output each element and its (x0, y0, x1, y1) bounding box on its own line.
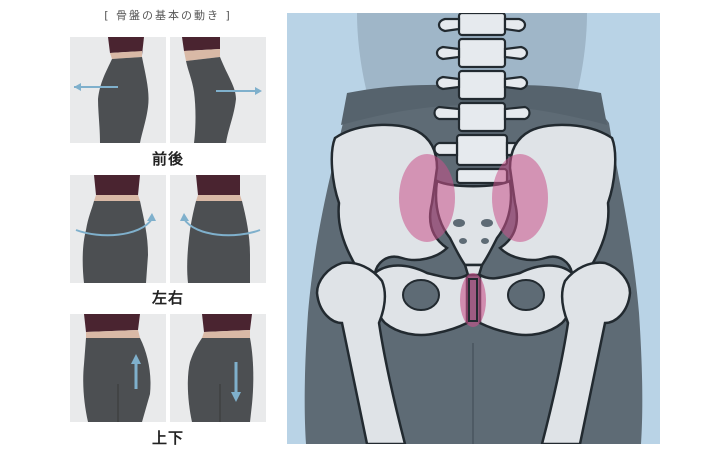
photo-up-down-2 (170, 314, 266, 422)
highlight-right-sacroiliac (492, 154, 548, 242)
photo-front-back-1 (70, 37, 166, 143)
highlight-left-sacroiliac (399, 154, 455, 242)
arrow-right-icon (255, 87, 262, 95)
photo-front-back-2 (170, 37, 266, 143)
photo-left-right-1 (70, 175, 166, 283)
caption-left-right: 左右 (151, 289, 184, 307)
caption-up-down: 上下 (151, 429, 184, 447)
photo-left-right-2 (170, 175, 266, 283)
section-heading: [ 骨盤の基本の動き ] (104, 9, 232, 22)
arrow-up-icon (131, 354, 141, 364)
arrow-left-icon (74, 83, 81, 91)
rotate-arrow-icon (147, 213, 156, 221)
spine (433, 13, 531, 185)
rotate-arrow-icon (180, 213, 189, 221)
highlight-pubic-symphysis (460, 273, 486, 327)
arrow-down-icon (231, 392, 241, 402)
caption-front-back: 前後 (151, 150, 184, 168)
photo-up-down-1 (70, 314, 166, 422)
pelvis-illustration (287, 13, 660, 444)
